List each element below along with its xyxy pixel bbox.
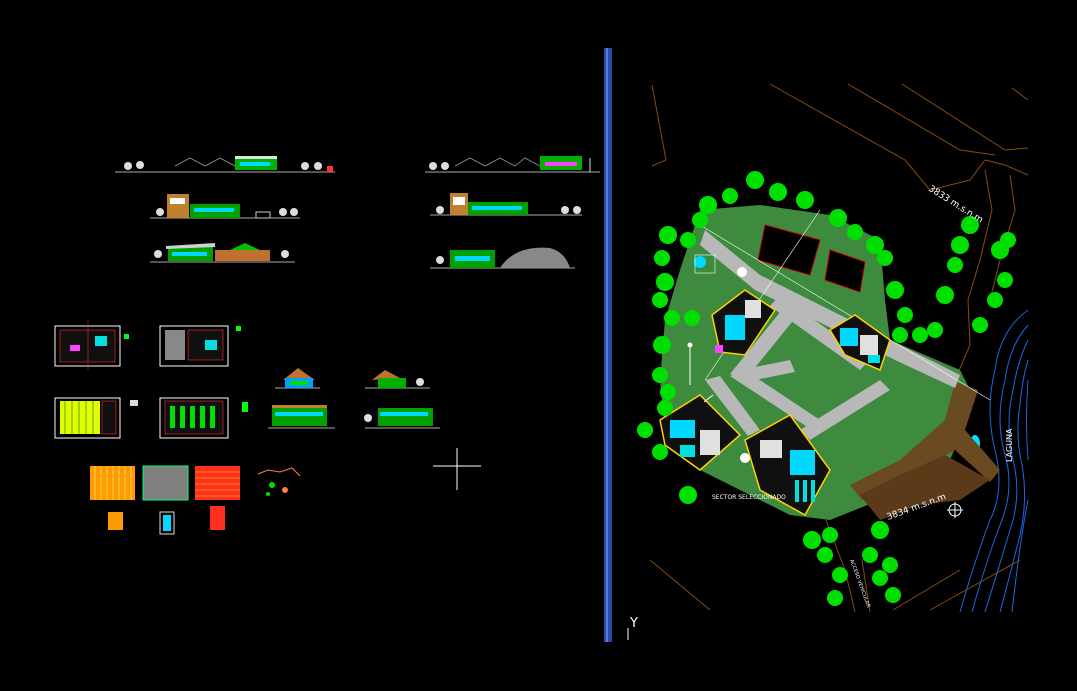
elevation-group-left <box>115 156 335 263</box>
parking <box>757 224 866 293</box>
trees <box>637 171 1016 606</box>
building-b <box>828 314 891 372</box>
dock-hatch <box>860 455 990 520</box>
buildings <box>659 254 891 517</box>
site-axis <box>699 224 991 401</box>
elevation-5 <box>430 193 582 216</box>
lake <box>959 309 1029 613</box>
building-d <box>740 414 831 517</box>
elevation-4 <box>425 156 600 173</box>
viewport-divider[interactable] <box>604 48 612 642</box>
elevation-2 <box>150 194 300 219</box>
ucs-icon: Y <box>627 616 638 640</box>
section-4 <box>364 408 440 429</box>
roof-plans <box>90 465 301 535</box>
floor-plan-1 <box>54 320 129 370</box>
grass-area <box>660 205 975 520</box>
floor-plan-3 <box>54 397 138 439</box>
floor-plan-4 <box>159 397 248 439</box>
crosshair-cursor <box>433 448 481 490</box>
roof-plan-2 <box>142 465 189 535</box>
roof-detail <box>257 467 301 496</box>
section-2 <box>365 370 430 389</box>
north-arrow <box>947 502 963 518</box>
contour-lines <box>649 83 1029 613</box>
floor-plans <box>54 320 248 439</box>
roof-plan-3 <box>195 466 240 530</box>
sector-label: SECTOR SELECCIONADO <box>712 494 786 501</box>
section-marker <box>687 342 714 403</box>
elevation-group-right <box>425 156 600 269</box>
sections <box>268 368 440 429</box>
roof-plan-1 <box>90 466 135 530</box>
ucs-y-label: Y <box>629 616 638 631</box>
floor-plan-2 <box>159 325 241 367</box>
building-a <box>694 254 777 356</box>
elevation-6 <box>430 247 575 269</box>
elevation-1 <box>115 156 335 173</box>
lake-label: LAGUNA <box>1005 428 1014 462</box>
building-c <box>659 394 742 471</box>
dock <box>850 382 1000 500</box>
elevation-3 <box>150 243 295 263</box>
section-3 <box>268 405 335 429</box>
section-1 <box>275 368 320 389</box>
